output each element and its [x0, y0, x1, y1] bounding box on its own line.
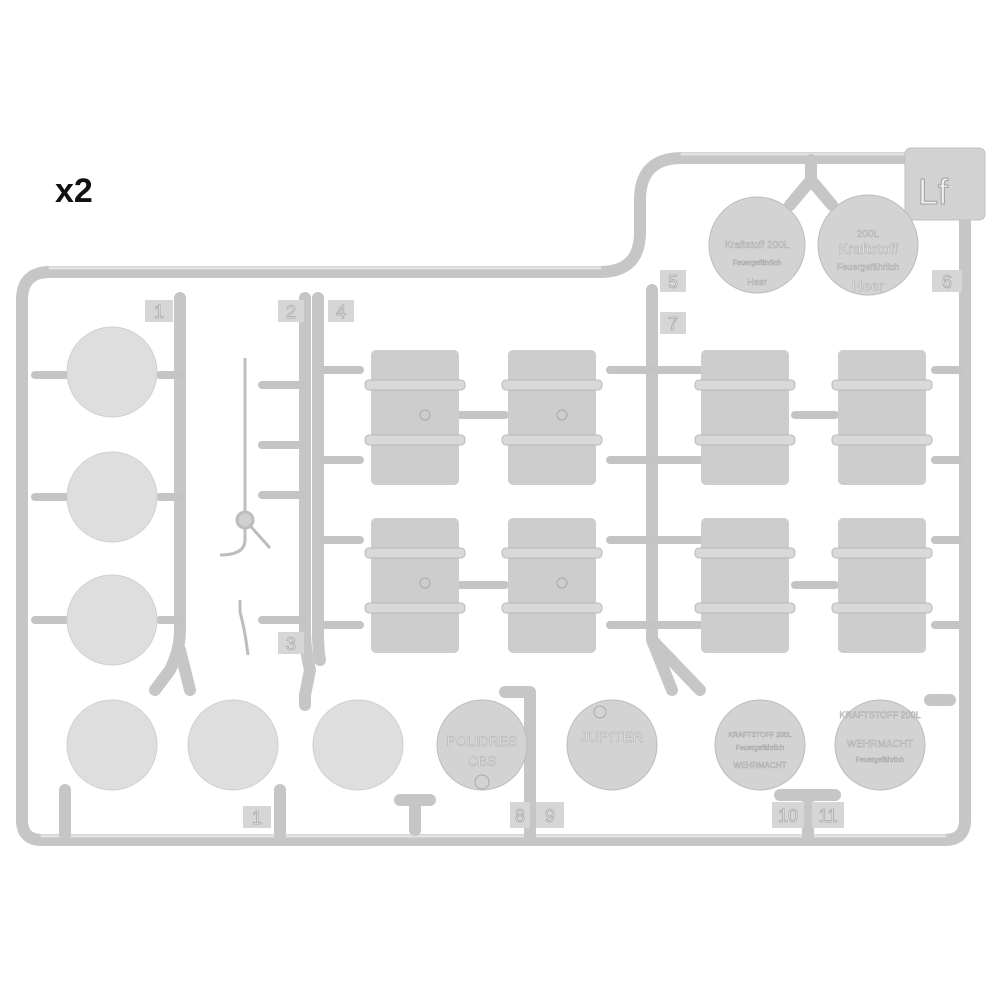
runner-top-y [784, 154, 838, 211]
hose-nozzle-part [219, 358, 272, 656]
svg-text:Feuergefährlich: Feuergefährlich [837, 262, 900, 272]
svg-text:POLIDRES: POLIDRES [447, 733, 518, 749]
lid-11: KRAFTSTOFF 200L WEHRMACHT Feuergefährlic… [834, 699, 926, 791]
runner-10 [774, 789, 841, 846]
sprue-letter: Lf [918, 171, 949, 212]
part-number-3: 3 [286, 634, 296, 654]
runner-8 [499, 686, 536, 846]
lid-8: POLIDRES CBS [436, 699, 528, 791]
part-number-4: 4 [336, 302, 346, 322]
lid-6: 200L Kraftstoff Feuergefährlich Heer [817, 194, 919, 296]
part-number-2: 2 [286, 302, 296, 322]
svg-text:KRAFTSTOFF 200L: KRAFTSTOFF 200L [839, 710, 920, 720]
quantity-label: x2 [55, 172, 93, 210]
sprue-letter-tag [904, 147, 986, 221]
svg-text:Kraftstoff 200L: Kraftstoff 200L [725, 240, 790, 251]
barrel [501, 350, 603, 485]
svg-text:KRAFTSTOFF 200L: KRAFTSTOFF 200L [728, 732, 791, 739]
barrel [364, 518, 466, 653]
svg-text:Kraftstoff: Kraftstoff [838, 241, 899, 258]
plain-lids [66, 326, 404, 791]
barrels [364, 350, 933, 653]
barrel [831, 518, 933, 653]
barrel [831, 350, 933, 485]
svg-text:200L: 200L [857, 229, 880, 240]
runner-4 [312, 292, 326, 666]
lid-9: JUPITER [566, 699, 658, 791]
part-number-1-bottom: 1 [252, 808, 262, 828]
svg-text:Heer: Heer [747, 277, 767, 287]
svg-text:WEHRMACHT: WEHRMACHT [847, 739, 913, 750]
barrel-arms [31, 366, 964, 629]
part-number-7: 7 [668, 314, 678, 334]
part-number-6: 6 [942, 272, 952, 292]
barrel [694, 350, 796, 485]
runner-7 [646, 284, 706, 696]
part-number-8: 8 [515, 806, 525, 826]
svg-text:JUPITER: JUPITER [581, 729, 644, 746]
part-number-tabs: 1 2 4 3 5 7 6 1 8 9 10 11 [145, 270, 962, 828]
lid-5: Kraftstoff 200L Feuergefährlich Heer [708, 196, 806, 294]
barrel [364, 350, 466, 485]
runner-left-bottom [59, 784, 286, 841]
part-number-5: 5 [668, 272, 678, 292]
runner-2 [299, 292, 316, 711]
svg-text:Heer: Heer [852, 278, 885, 295]
svg-text:WEHRMACHT: WEHRMACHT [734, 761, 787, 770]
lid-10: KRAFTSTOFF 200L Feuergefährlich WEHRMACH… [714, 699, 806, 791]
part-number-10: 10 [778, 806, 798, 826]
svg-text:CBS: CBS [468, 753, 497, 769]
svg-text:Feuergefährlich: Feuergefährlich [856, 757, 905, 764]
svg-text:Feuergefährlich: Feuergefährlich [733, 260, 782, 267]
runner-1 [149, 292, 196, 696]
barrel [501, 518, 603, 653]
runner-8b [394, 794, 436, 836]
barrel [694, 518, 796, 653]
part-number-9: 9 [545, 806, 555, 826]
svg-text:Feuergefährlich: Feuergefährlich [736, 745, 785, 752]
part-number-1: 1 [154, 302, 164, 322]
part-number-11: 11 [819, 806, 838, 826]
